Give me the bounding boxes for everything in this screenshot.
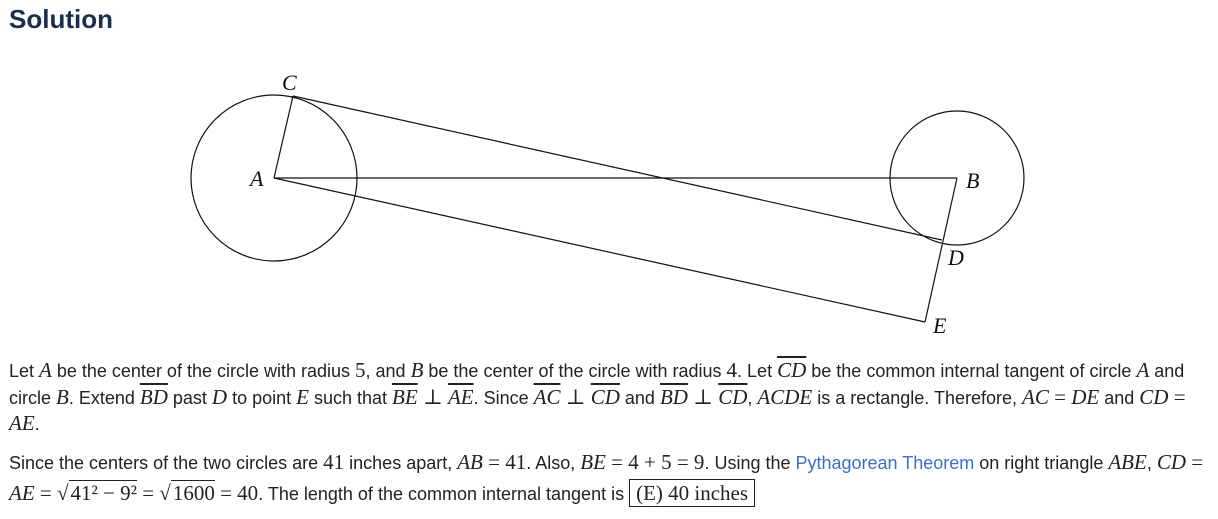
tangent-diagram: C A B D E bbox=[190, 70, 1025, 338]
math-variable: AE bbox=[9, 481, 35, 505]
math-variable: BD bbox=[659, 384, 688, 409]
math-variable: CD bbox=[718, 384, 748, 409]
math-variable: CD bbox=[1139, 384, 1169, 409]
math-expression: = bbox=[1168, 384, 1186, 409]
label-a: A bbox=[248, 166, 264, 191]
math-expression: ⊥ bbox=[417, 384, 448, 409]
sqrt-radicand: 41² − 9² bbox=[68, 480, 137, 505]
segment-ae bbox=[273, 177, 926, 323]
math-expression: = bbox=[1048, 384, 1072, 409]
text-run: , bbox=[1146, 453, 1157, 473]
text-run: . Also, bbox=[526, 453, 581, 473]
math-variable: AC bbox=[533, 384, 561, 409]
math-expression: = bbox=[1186, 450, 1204, 474]
text-run: . Let bbox=[737, 361, 778, 381]
math-variable: AE bbox=[9, 411, 35, 435]
text-run: past bbox=[167, 387, 212, 408]
text-run: . Using the bbox=[704, 453, 796, 473]
text-run: inches apart, bbox=[344, 453, 458, 473]
math-variable: CD bbox=[1156, 450, 1187, 474]
math-variable: E bbox=[296, 384, 309, 409]
text-run: to point bbox=[227, 387, 297, 408]
text-run: be the common internal tangent of circle bbox=[806, 361, 1137, 381]
math-expression: = √ bbox=[34, 481, 69, 505]
pythagorean-theorem-link[interactable]: Pythagorean Theorem bbox=[795, 453, 975, 473]
text-run: . The length of the common internal tang… bbox=[258, 484, 630, 504]
math-expression: 4 bbox=[726, 358, 738, 382]
text-run: on right triangle bbox=[974, 453, 1109, 473]
text-run: is a rectangle. Therefore, bbox=[812, 387, 1023, 408]
text-run: and circle bbox=[9, 361, 1185, 408]
math-variable: CD bbox=[777, 358, 807, 382]
text-run: be the center of the circle with radius bbox=[423, 361, 727, 381]
math-variable: ACDE bbox=[757, 384, 813, 409]
segment-cd bbox=[292, 95, 943, 241]
segment-be bbox=[924, 177, 958, 323]
math-variable: BE bbox=[580, 450, 606, 474]
label-d: D bbox=[947, 245, 964, 270]
text-run: Let bbox=[9, 361, 40, 381]
math-expression: ⊥ bbox=[560, 384, 591, 409]
math-variable: BD bbox=[139, 384, 168, 409]
text-run: be the center of the circle with radius bbox=[51, 361, 356, 381]
sqrt-radicand: 1600 bbox=[170, 480, 215, 505]
text-run: such that bbox=[308, 387, 393, 408]
math-variable: B bbox=[56, 384, 69, 409]
math-variable: BE bbox=[392, 384, 418, 409]
text-run: and bbox=[619, 387, 660, 408]
math-expression: = 4 + 5 = 9 bbox=[605, 450, 705, 474]
text-run: Since the centers of the two circles are bbox=[9, 453, 324, 473]
math-expression: 5 bbox=[355, 358, 366, 382]
math-variable: A bbox=[39, 358, 52, 382]
text-run: . Since bbox=[473, 387, 534, 408]
label-b: B bbox=[966, 168, 979, 193]
text-run: . bbox=[34, 414, 40, 434]
label-c: C bbox=[282, 70, 297, 95]
paragraph-computation: Since the centers of the two circles are… bbox=[9, 447, 1209, 509]
math-variable: AC bbox=[1022, 384, 1049, 409]
math-expression: = 41 bbox=[482, 450, 527, 474]
text-run: , and bbox=[365, 361, 411, 381]
math-variable: DE bbox=[1071, 384, 1100, 409]
math-variable: B bbox=[410, 358, 424, 382]
math-variable: A bbox=[1136, 358, 1150, 382]
math-variable: ABE bbox=[1108, 450, 1147, 474]
math-expression: 41 bbox=[323, 450, 345, 474]
solution-heading: Solution bbox=[9, 4, 113, 34]
text-run: . Extend bbox=[68, 387, 140, 408]
math-expression: ⊥ bbox=[687, 384, 719, 409]
text-run: , bbox=[747, 387, 758, 408]
paragraph-setup: Let A be the center of the circle with r… bbox=[9, 358, 1209, 438]
label-e: E bbox=[932, 313, 947, 338]
math-variable: AE bbox=[447, 384, 474, 409]
answer-box: (E) 40 inches bbox=[629, 479, 756, 507]
math-expression: = √ bbox=[136, 481, 171, 505]
math-variable: CD bbox=[590, 384, 620, 409]
math-variable: AB bbox=[457, 450, 483, 474]
text-run: and bbox=[1099, 387, 1140, 408]
segment-ac bbox=[273, 95, 294, 179]
math-expression: = 40 bbox=[214, 481, 259, 505]
math-variable: D bbox=[211, 384, 228, 409]
